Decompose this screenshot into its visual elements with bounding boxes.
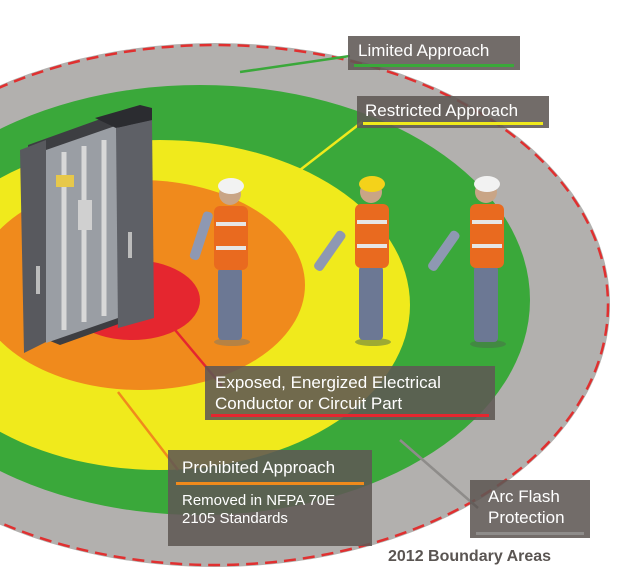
limited-approach-text: Limited Approach	[358, 41, 490, 60]
diagram-caption: 2012 Boundary Areas	[388, 548, 552, 565]
exposed-part-text-line2: Conductor or Circuit Part	[215, 394, 403, 413]
hard-hat-icon	[359, 176, 385, 192]
worker-icon	[189, 178, 250, 346]
arc-flash-leader-line	[399, 439, 479, 509]
worker-icon	[314, 176, 391, 346]
restricted-approach-underline	[363, 122, 543, 125]
exposed-part-text-line1: Exposed, Energized Electrical	[215, 373, 441, 392]
arc-flash-boundary-dash	[0, 43, 610, 567]
prohibited-note-line2: 2105 Standards	[182, 510, 288, 527]
limited-approach-underline	[354, 64, 514, 67]
worker-icon	[428, 176, 506, 348]
restricted-approach-text: Restricted Approach	[365, 101, 519, 120]
arc-flash-underline	[476, 532, 584, 535]
restricted-leader-line	[299, 121, 363, 171]
limited-leader-line	[239, 54, 351, 74]
exposed-part-underline	[211, 414, 489, 417]
hard-hat-icon	[218, 178, 244, 194]
arc-flash-text-line1: Arc Flash	[488, 487, 560, 506]
electrical-panel-icon	[20, 105, 154, 353]
prohibited-approach-underline	[176, 482, 364, 485]
prohibited-approach-label: Prohibited Approach Removed in NFPA 70E …	[168, 450, 372, 546]
prohibited-approach-title: Prohibited Approach	[182, 458, 336, 477]
arc-flash-text-line2: Protection	[488, 508, 565, 527]
arc-flash-protection-label: Arc Flash Protection	[470, 480, 590, 538]
restricted-approach-label: Restricted Approach	[357, 96, 549, 128]
prohibited-note-line1: Removed in NFPA 70E	[182, 492, 336, 509]
limited-approach-label: Limited Approach	[348, 36, 520, 70]
hard-hat-icon	[474, 176, 500, 192]
exposed-part-label: Exposed, Energized Electrical Conductor …	[205, 366, 495, 420]
